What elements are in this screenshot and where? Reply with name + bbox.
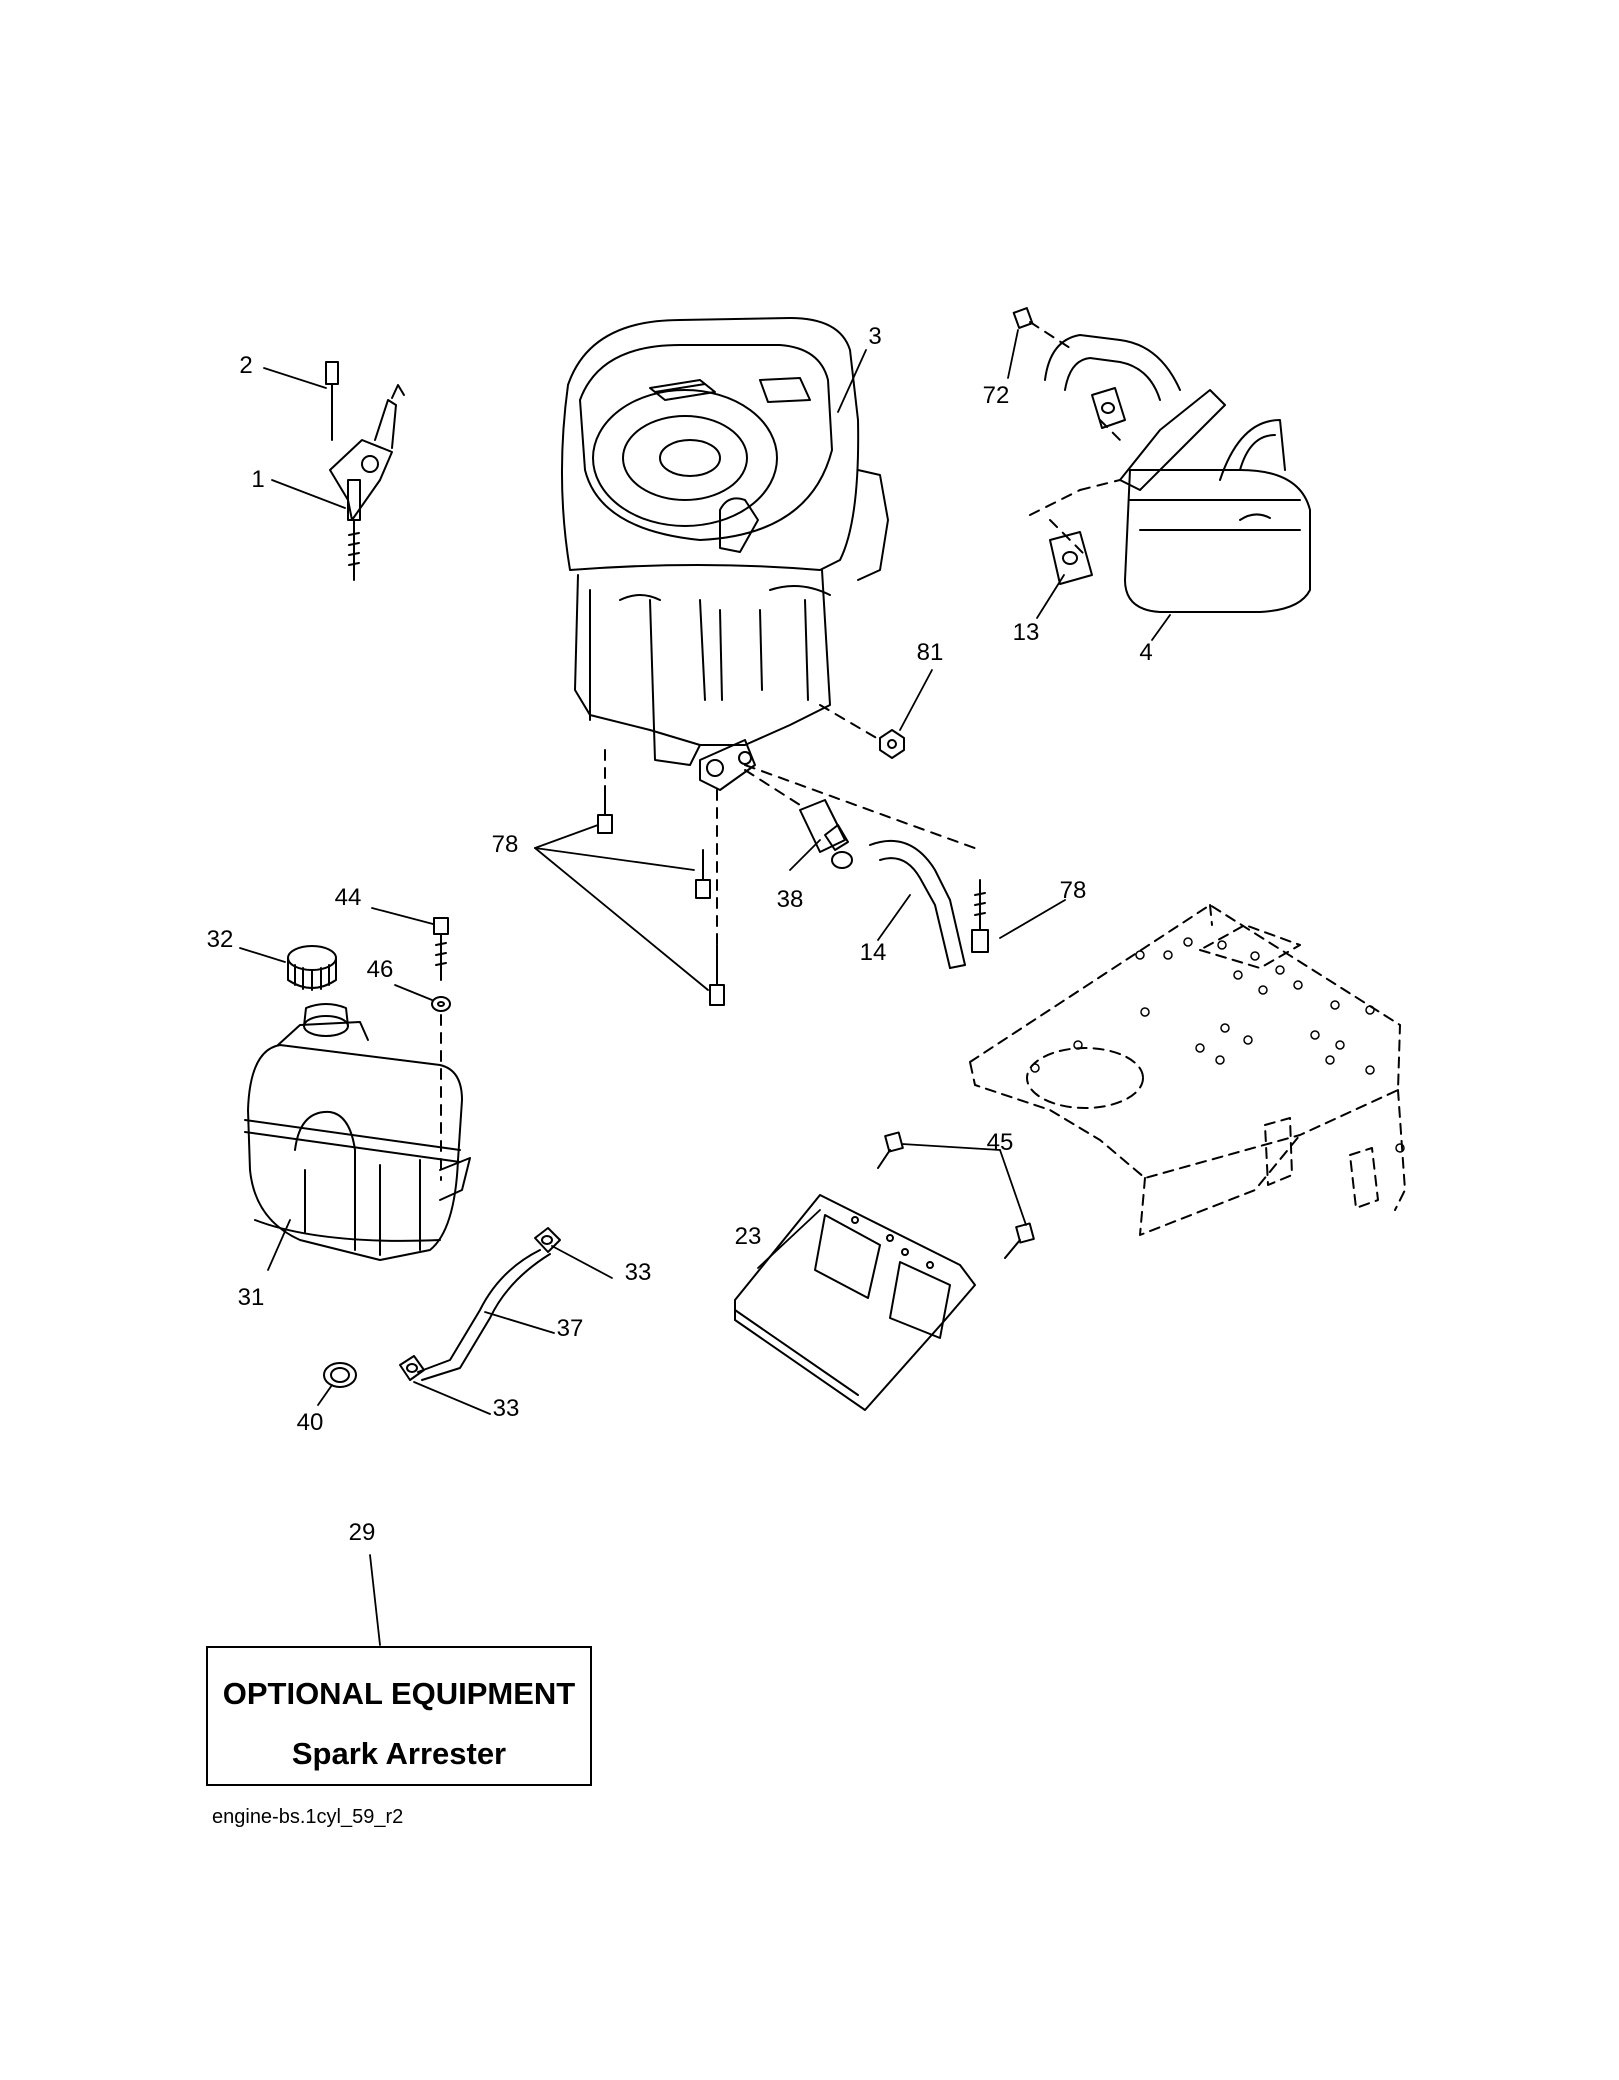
fuel-cap-part — [287, 945, 337, 991]
fuel-line-part — [399, 1227, 561, 1381]
callout-23: 23 — [735, 1223, 762, 1250]
callout-72: 72 — [983, 382, 1010, 409]
callout-78-right: 78 — [1060, 877, 1087, 904]
engine-bolts-part — [597, 749, 989, 1006]
callout-4: 4 — [1139, 639, 1152, 666]
heat-shield-part — [734, 1131, 1035, 1411]
grommet-part — [323, 1362, 357, 1388]
callout-13: 13 — [1013, 619, 1040, 646]
callout-81: 81 — [917, 639, 944, 666]
callout-33-top: 33 — [625, 1259, 652, 1286]
callout-46: 46 — [367, 956, 394, 983]
callout-31: 31 — [238, 1284, 265, 1311]
callout-37: 37 — [557, 1315, 584, 1342]
callout-14: 14 — [860, 939, 887, 966]
callout-45: 45 — [987, 1129, 1014, 1156]
engine-part — [561, 317, 889, 791]
callout-29: 29 — [349, 1519, 376, 1546]
callout-40: 40 — [297, 1409, 324, 1436]
frame-holes — [1030, 937, 1405, 1153]
callout-3: 3 — [868, 323, 881, 350]
leader-lines — [239, 329, 1171, 1646]
callout-2: 2 — [239, 352, 252, 379]
optional-equipment-box: OPTIONAL EQUIPMENT Spark Arrester — [206, 1646, 592, 1786]
muffler-assembly-part — [1012, 307, 1311, 613]
oil-drain-valve-part — [744, 769, 966, 969]
callout-33-bottom: 33 — [493, 1395, 520, 1422]
callout-1: 1 — [251, 466, 264, 493]
callout-labels: 2 1 3 72 13 4 81 78 38 14 78 44 32 46 31… — [207, 323, 1153, 1546]
drawing-id: engine-bs.1cyl_59_r2 — [212, 1806, 404, 1828]
callout-38: 38 — [777, 886, 804, 913]
throttle-bracket-part — [325, 361, 405, 581]
callout-78-left: 78 — [492, 831, 519, 858]
frame-part — [969, 904, 1406, 1236]
optional-equipment-subtitle: Spark Arrester — [291, 1736, 507, 1771]
callout-44: 44 — [335, 884, 362, 911]
nut-part — [819, 704, 905, 759]
fuel-tank-part — [244, 1003, 471, 1261]
tank-bolt-part — [431, 917, 451, 1181]
callout-32: 32 — [207, 926, 234, 953]
optional-equipment-title: OPTIONAL EQUIPMENT — [222, 1676, 576, 1711]
